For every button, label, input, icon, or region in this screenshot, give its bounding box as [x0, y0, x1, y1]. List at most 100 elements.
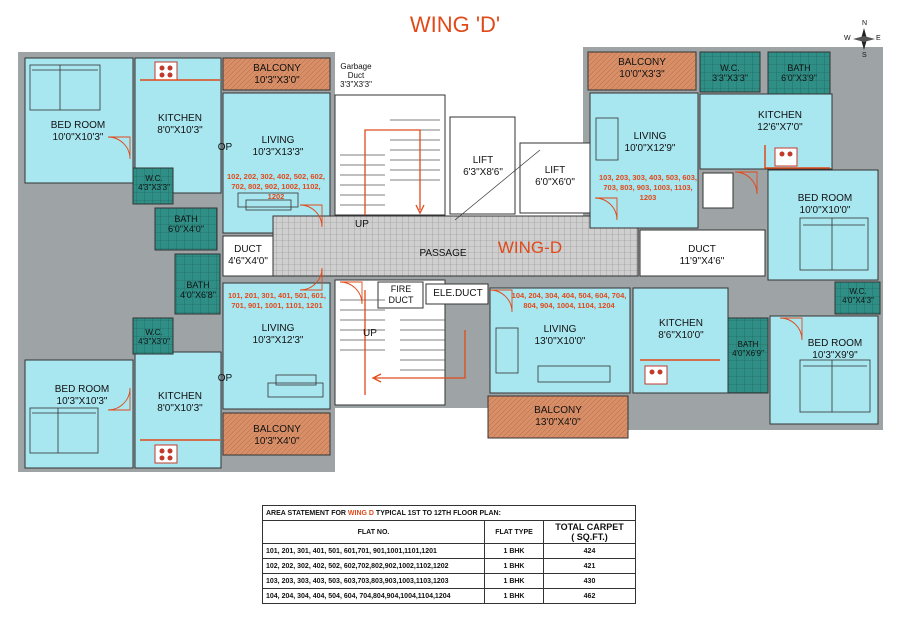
col-carpet: TOTAL CARPET( SQ.FT.)	[543, 520, 636, 544]
bath-top-right	[767, 51, 831, 98]
label-wc-top-right: W.C.3'3"X3'3"	[712, 63, 748, 83]
lift-2	[519, 142, 591, 214]
shaft-right	[702, 172, 734, 209]
balcony-bottom-left	[222, 412, 331, 456]
stair-treads	[340, 119, 445, 371]
bath-bottom-right	[727, 317, 769, 394]
bed-room-bottom-right	[769, 315, 879, 425]
label-op-bottom: OP	[217, 373, 233, 384]
table-row: 102, 202, 302, 402, 502, 602,702,802,902…	[262, 558, 636, 574]
fire-duct	[377, 281, 424, 309]
furniture-beds	[29, 64, 871, 454]
compass-icon: N S E W	[844, 20, 881, 60]
heading-suffix: TYPICAL 1ST TO 12TH FLOOR PLAN:	[373, 509, 501, 517]
wc-bottom-left	[132, 317, 174, 355]
wing-center-label: WING-D	[497, 238, 563, 257]
table-row: 103, 203, 303, 403, 503, 603,703,803,903…	[262, 573, 636, 589]
passage	[272, 215, 639, 277]
cell-area: 462	[543, 588, 636, 604]
bed-room-bottom-left	[24, 359, 134, 469]
bath-mid-left	[174, 253, 221, 315]
door-swings	[107, 136, 803, 411]
wc-top-left	[132, 167, 174, 205]
furniture-sofas	[237, 117, 619, 398]
living-bottom-left	[222, 282, 331, 410]
stoves	[154, 61, 798, 464]
flats-101-list: 101, 201, 301, 401, 501, 601, 701, 901, …	[227, 291, 326, 310]
heading-prefix: AREA STATEMENT FOR	[266, 509, 348, 517]
cell-type: 1 BHK	[484, 558, 544, 574]
lift-1	[449, 116, 516, 215]
area-statement-table: AREA STATEMENT FOR WING D TYPICAL 1ST TO…	[262, 505, 636, 604]
flats-104-list: 104, 204, 304, 404, 504, 604, 704, 804, …	[511, 291, 627, 310]
label-op-top: OP	[217, 142, 233, 153]
balcony-bottom-right	[487, 395, 629, 439]
kitchen-bottom-left	[134, 351, 222, 469]
lift-diag	[454, 149, 541, 221]
wc-top-right	[699, 51, 761, 93]
balcony-top-left	[222, 57, 331, 91]
cell-flats: 104, 204, 304, 404, 504, 604, 704,804,90…	[262, 588, 485, 604]
area-table-heading-row: AREA STATEMENT FOR WING D TYPICAL 1ST TO…	[262, 505, 636, 521]
label-passage: PASSAGE	[419, 248, 467, 259]
col-flat-type: FLAT TYPE	[484, 520, 544, 544]
flats-102-list: 102, 202, 302, 402, 502, 602, 702, 802, …	[226, 172, 325, 201]
kitchen-counters	[140, 79, 830, 441]
cell-flats: 101, 201, 301, 401, 501, 601,701, 901,10…	[262, 543, 485, 559]
cell-type: 1 BHK	[484, 588, 544, 604]
compass-n: N	[862, 20, 868, 27]
col-flat-no: FLAT NO.	[262, 520, 485, 544]
compass-e: E	[876, 35, 881, 42]
area-table-header-row: FLAT NO. FLAT TYPE TOTAL CARPET( SQ.FT.)	[262, 520, 636, 544]
duct-right	[639, 229, 766, 277]
cell-area: 430	[543, 573, 636, 589]
living-top-right	[589, 92, 699, 229]
cell-area: 424	[543, 543, 636, 559]
cell-type: 1 BHK	[484, 573, 544, 589]
heading-wing: WING D	[347, 509, 374, 517]
wc-mid-right	[834, 281, 881, 315]
label-wc-bottom-left: W.C.4'3"X3'0"	[138, 328, 170, 346]
label-up-bottom: UP	[363, 328, 377, 339]
cell-flats: 103, 203, 303, 403, 503, 603,703,803,903…	[262, 573, 485, 589]
bath-top-left	[154, 207, 218, 251]
kitchen-top-right	[699, 93, 833, 170]
flats-103-list: 103, 203, 303, 403, 503, 603, 703, 803, …	[598, 173, 697, 202]
plan-title: WING 'D'	[409, 12, 501, 37]
label-wc-top-left: W.C.4'3"X3'3"	[138, 174, 170, 192]
cell-area: 421	[543, 558, 636, 574]
area-table-heading: AREA STATEMENT FOR WING D TYPICAL 1ST TO…	[262, 505, 636, 521]
label-up-top: UP	[355, 219, 369, 230]
table-row: 104, 204, 304, 404, 504, 604, 704,804,90…	[262, 588, 636, 604]
living-top-left	[222, 92, 331, 234]
living-bottom-right	[489, 287, 631, 394]
compass-w: W	[844, 35, 851, 42]
bed-room-top-left	[24, 57, 134, 184]
ele-duct	[425, 283, 489, 305]
